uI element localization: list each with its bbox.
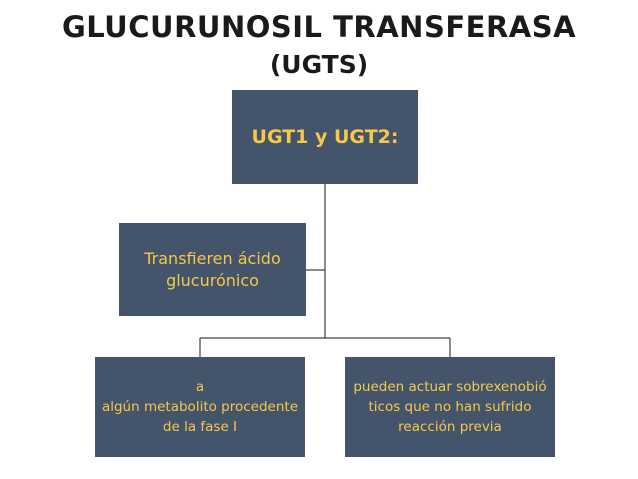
root-node: UGT1 y UGT2:: [232, 90, 418, 184]
leaf-right-line: pueden actuar sobrexenobió: [353, 379, 547, 395]
leaf-right-line: ticos que no han sufrido: [368, 399, 532, 415]
leaf-node-left: a algún metabolito procedente de la fase…: [95, 357, 305, 457]
leaf-left-line: algún metabolito procedente: [101, 399, 299, 415]
leaf-node-right: pueden actuar sobrexenobió ticos que no …: [345, 357, 555, 457]
side-node: Transfieren ácido glucurónico: [119, 223, 306, 316]
leaf-left-line: a: [195, 379, 205, 395]
side-node-label: Transfieren ácido glucurónico: [144, 248, 281, 290]
diagram-subtitle: (UGTS): [269, 50, 369, 79]
leaf-right-line: reacción previa: [398, 419, 502, 435]
diagram-title: GLUCURUNOSIL TRANSFERASA: [61, 10, 577, 44]
leaf-left-line: de la fase I: [162, 419, 238, 435]
root-node-label: UGT1 y UGT2:: [251, 126, 399, 148]
